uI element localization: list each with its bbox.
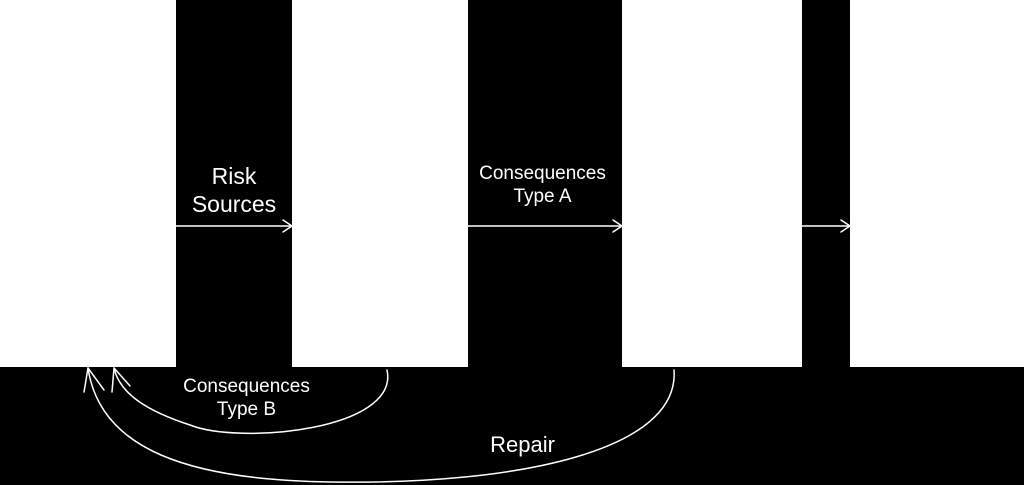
consequences-a-line-2: Type A	[513, 186, 572, 208]
process-block-4	[850, 0, 1024, 367]
process-block-2	[292, 0, 468, 367]
consequences-b-arrowhead	[111, 367, 131, 393]
repair-curve	[87, 367, 675, 483]
risk-sources-line-1: Risk	[211, 163, 257, 189]
risk-sources-arrowhead	[282, 219, 293, 233]
repair-text: Repair	[490, 432, 555, 457]
consequences-a-line-1: Consequences	[479, 163, 606, 184]
repair-label: Repair	[470, 432, 575, 459]
repair-arrowhead	[83, 367, 105, 393]
consequences-a-label: Consequences Type A	[470, 162, 615, 208]
risk-sources-line-2: Sources	[191, 191, 277, 218]
consequences-a-arrowhead	[612, 219, 623, 233]
process-block-3	[622, 0, 802, 367]
consequences-b-curve	[113, 367, 389, 435]
output-arrowhead	[840, 219, 851, 233]
process-block-1	[0, 0, 176, 367]
consequences-b-label: Consequences Type B	[174, 375, 319, 421]
consequences-b-line-2: Type B	[216, 399, 277, 421]
consequences-b-line-1: Consequences	[183, 376, 310, 397]
risk-sources-label: Risk Sources	[189, 162, 279, 218]
